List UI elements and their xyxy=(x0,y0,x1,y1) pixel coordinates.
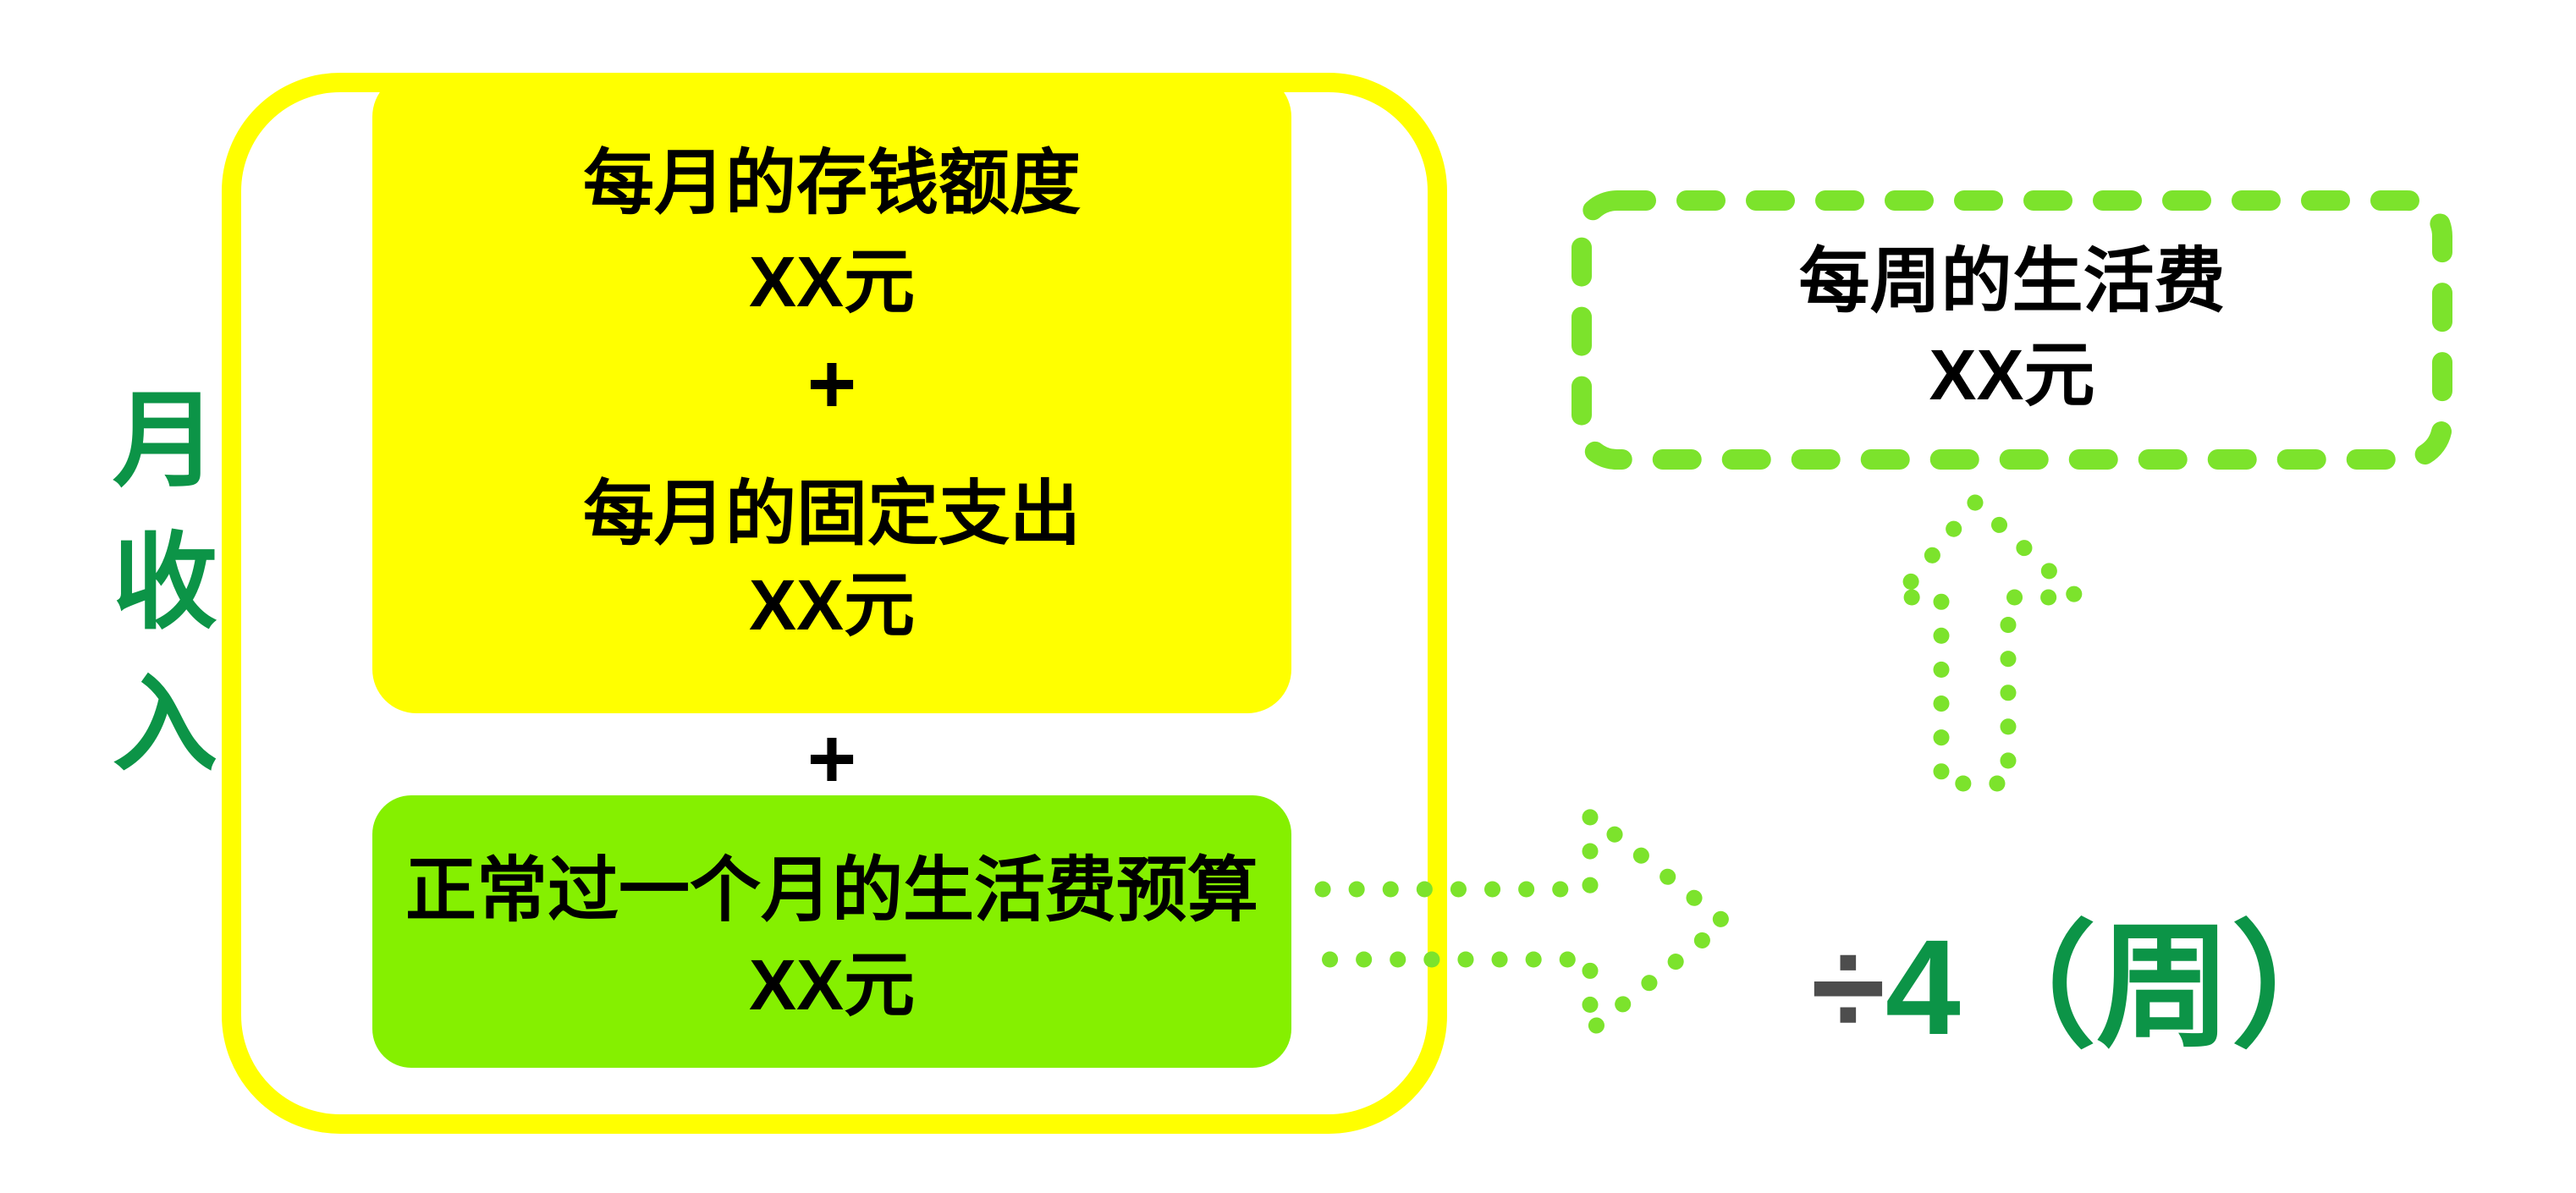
divide-by-four-weeks: ÷4（周） xyxy=(1811,907,2367,1068)
monthly-living-budget-box xyxy=(372,795,1291,1068)
weekly-living-value: XX元 xyxy=(1929,335,2095,415)
living-budget-value: XX元 xyxy=(748,945,916,1025)
income-label-char: 月 xyxy=(112,382,217,499)
divide-sign: ÷ xyxy=(1811,911,1885,1063)
plus-sign-inner: + xyxy=(806,337,857,432)
plus-sign-outer: + xyxy=(806,712,857,806)
income-label-char: 入 xyxy=(112,667,217,783)
up-dotted-arrow-icon xyxy=(1890,494,2086,792)
fixed-expense-label: 每月的固定支出 xyxy=(582,474,1081,553)
savings-quota-value: XX元 xyxy=(748,242,916,322)
living-budget-label: 正常过一个月的生活费预算 xyxy=(405,850,1258,930)
savings-quota-label: 每月的存钱额度 xyxy=(582,143,1081,223)
weekly-living-label: 每周的生活费 xyxy=(1798,241,2226,321)
monthly-income-label: 月 收 入 xyxy=(102,370,228,796)
income-label-char: 收 xyxy=(112,525,217,641)
fixed-expense-value: XX元 xyxy=(748,565,916,645)
monthly-allocation-box xyxy=(372,73,1291,713)
divide-weeks-text: 4（周） xyxy=(1885,911,2367,1063)
